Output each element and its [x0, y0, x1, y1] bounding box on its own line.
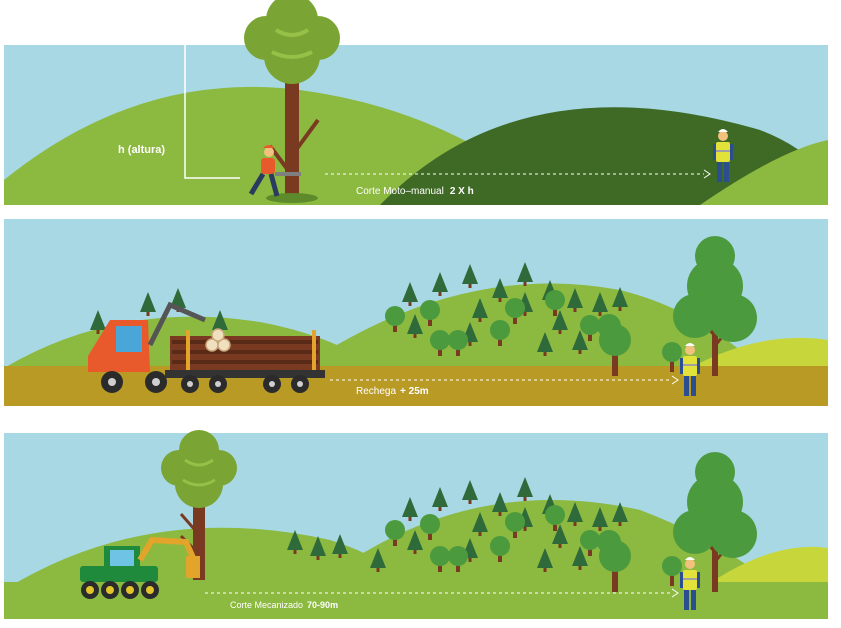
round-tree-icon: [597, 530, 631, 592]
harvester-icon: [80, 536, 200, 599]
small-tree-icon: [662, 556, 682, 586]
panel-forwarding: Rechega+ 25m: [4, 219, 828, 406]
tree-icon: [244, 0, 340, 198]
chainsaw-worker-icon: [248, 145, 301, 197]
round-tree-icon: [597, 314, 631, 376]
arrow-head: [671, 375, 679, 385]
height-indicator-line: [184, 0, 240, 179]
arrow-head: [703, 169, 711, 179]
small-tree-icon: [662, 342, 682, 372]
panel-2-distance-label: Rechega+ 25m: [356, 386, 429, 397]
arrow-head: [671, 588, 679, 598]
height-label: h (altura): [118, 144, 165, 156]
tree-icon: [161, 430, 237, 580]
forwarder-icon: [88, 301, 325, 393]
